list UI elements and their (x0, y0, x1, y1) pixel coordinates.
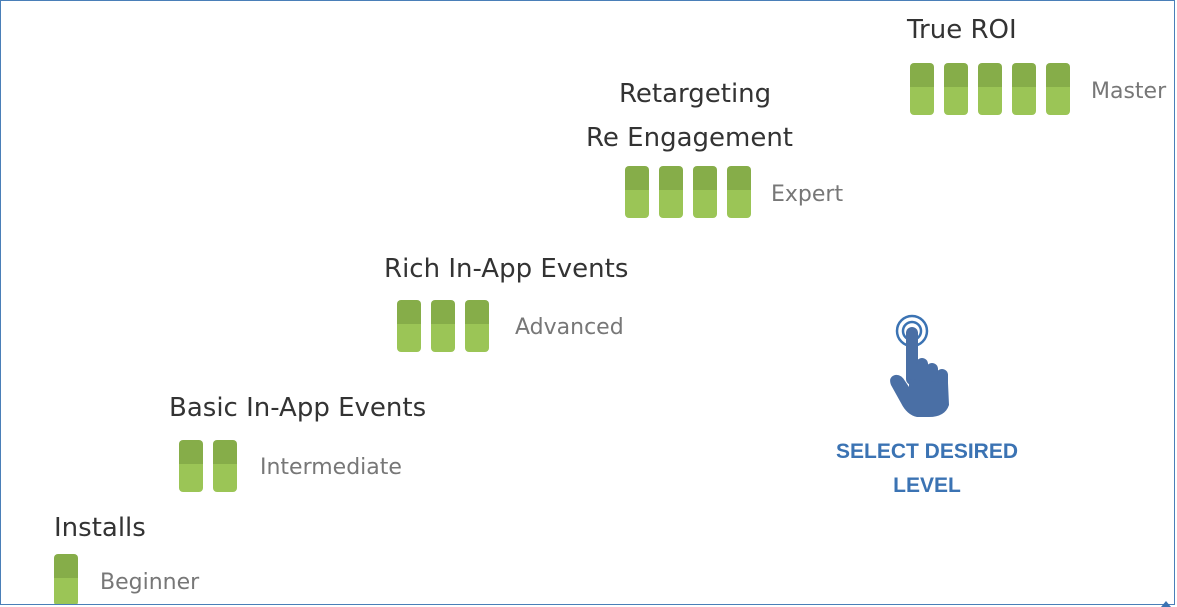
level-bar (431, 300, 455, 352)
level-title: Rich In-App Events (384, 254, 629, 284)
level-master[interactable]: True ROI Master (907, 15, 1174, 117)
level-bar (910, 63, 934, 115)
level-bar (944, 63, 968, 115)
level-bar (1046, 63, 1070, 115)
level-bar (465, 300, 489, 352)
level-bars (397, 300, 489, 352)
level-bar (727, 166, 751, 218)
level-bars (910, 63, 1070, 115)
level-title: True ROI (907, 15, 1017, 45)
cta-text: SELECT DESIRED LEVEL (827, 435, 1027, 503)
cta-line-2: LEVEL (893, 474, 961, 497)
level-intermediate[interactable]: Basic In-App Events Intermediate (169, 395, 469, 495)
level-bar (659, 166, 683, 218)
level-title-line2: Re Engagement (586, 123, 793, 153)
level-bars (179, 440, 237, 492)
level-label: Expert (771, 182, 844, 207)
level-label: Advanced (515, 315, 624, 340)
level-bar (54, 554, 78, 604)
level-label: Beginner (100, 570, 200, 595)
level-bars (625, 166, 751, 218)
corner-triangle-icon (1161, 601, 1171, 607)
level-title: Retargeting (619, 79, 772, 109)
level-expert[interactable]: Retargeting Re Engagement Expert (585, 81, 860, 221)
level-bar (978, 63, 1002, 115)
level-bar (179, 440, 203, 492)
level-bar (1012, 63, 1036, 115)
level-bar (397, 300, 421, 352)
level-bar (693, 166, 717, 218)
level-advanced[interactable]: Rich In-App Events Advanced (384, 256, 674, 356)
level-bar (625, 166, 649, 218)
level-bar (213, 440, 237, 492)
level-label: Master (1091, 79, 1167, 104)
level-bars (54, 554, 78, 604)
level-title: Installs (54, 513, 146, 543)
cta-line-1: SELECT DESIRED (835, 440, 1019, 463)
level-beginner[interactable]: Installs Beginner (54, 513, 234, 604)
tap-hand-icon (890, 314, 949, 417)
level-title: Basic In-App Events (169, 393, 427, 423)
select-level-cta[interactable]: SELECT DESIRED LEVEL (827, 313, 1027, 503)
level-label: Intermediate (260, 455, 402, 480)
